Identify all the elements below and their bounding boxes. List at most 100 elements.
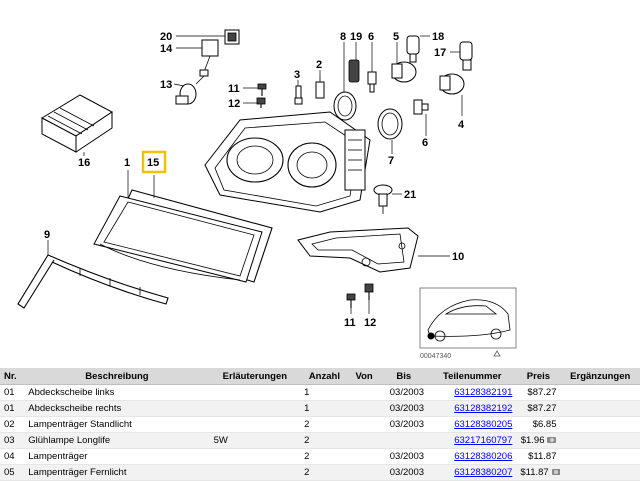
part-1-cover-glass[interactable] bbox=[93, 195, 263, 283]
part-21-clip[interactable] bbox=[373, 184, 393, 214]
part-5-carrier[interactable] bbox=[391, 61, 417, 83]
part-19-bulb[interactable] bbox=[348, 59, 360, 83]
part-8-ring[interactable] bbox=[333, 91, 357, 121]
cell-beschreibung: Abdeckscheibe links bbox=[24, 384, 210, 401]
callout-labels: 20 14 13 11 12 3 2 8 19 6 5 18 17 4 16 1… bbox=[44, 31, 465, 329]
part-number-link[interactable]: 63217160797 bbox=[454, 435, 513, 446]
callout-2[interactable]: 2 bbox=[316, 59, 322, 71]
part-12-clip-top[interactable] bbox=[256, 97, 266, 108]
callout-5[interactable]: 5 bbox=[393, 31, 399, 43]
callout-12-bottom[interactable]: 12 bbox=[364, 317, 376, 329]
part-6-socket-top[interactable] bbox=[367, 71, 377, 93]
part-9-trim[interactable] bbox=[17, 254, 169, 309]
cell-ergaenzungen bbox=[560, 416, 640, 433]
part-number-link[interactable]: 63128380207 bbox=[454, 467, 513, 478]
callout-19[interactable]: 19 bbox=[350, 31, 362, 43]
part-number-link[interactable]: 63128382192 bbox=[454, 403, 513, 414]
cell-von bbox=[348, 416, 380, 433]
callout-3[interactable]: 3 bbox=[294, 69, 300, 81]
part-number-link[interactable]: 63128380205 bbox=[454, 419, 513, 430]
part-11-screw-top[interactable] bbox=[257, 83, 267, 96]
part-3-bulb[interactable] bbox=[294, 85, 303, 105]
cell-von bbox=[348, 448, 380, 465]
header-von: Von bbox=[348, 368, 380, 385]
cell-preis: $1.96 bbox=[520, 435, 545, 446]
header-nr: Nr. bbox=[0, 368, 25, 385]
callout-6-top[interactable]: 6 bbox=[368, 31, 374, 43]
callout-11-bottom[interactable]: 11 bbox=[344, 317, 356, 329]
table-row: 04 Lampenträger 2 03/2003 63128380206 $1… bbox=[0, 448, 640, 465]
cell-beschreibung: Lampenträger Fernlicht bbox=[24, 464, 210, 481]
cell-preis: $11.87 bbox=[520, 467, 549, 478]
callout-13[interactable]: 13 bbox=[160, 79, 172, 91]
callout-8[interactable]: 8 bbox=[340, 31, 346, 43]
header-erlaeuterungen: Erläuterungen bbox=[209, 368, 301, 385]
cell-beschreibung: Lampenträger bbox=[24, 448, 210, 465]
cell-anzahl: 1 bbox=[300, 384, 349, 401]
table-row: 01 Abdeckscheibe rechts 1 03/2003 631283… bbox=[0, 400, 640, 417]
header-preis: Preis bbox=[516, 368, 561, 385]
callout-12-top[interactable]: 12 bbox=[228, 98, 240, 110]
headlight-housing[interactable] bbox=[204, 111, 371, 213]
callout-18[interactable]: 18 bbox=[432, 31, 444, 43]
part-11-screw-bottom[interactable] bbox=[346, 293, 356, 308]
cell-bis: 03/2003 bbox=[379, 400, 429, 417]
cell-anzahl: 2 bbox=[300, 432, 349, 449]
callout-11-top[interactable]: 11 bbox=[228, 83, 240, 95]
callout-14[interactable]: 14 bbox=[160, 43, 173, 55]
cell-nr: 01 bbox=[0, 400, 25, 417]
leader-lines bbox=[47, 35, 463, 314]
callout-15[interactable]: 15 bbox=[147, 157, 159, 169]
part-14-connector[interactable] bbox=[199, 39, 219, 77]
part-2-holder[interactable] bbox=[315, 76, 325, 99]
part-16-box[interactable] bbox=[40, 94, 113, 153]
cell-anzahl: 1 bbox=[300, 400, 349, 417]
cell-nr: 03 bbox=[0, 432, 25, 449]
callout-6-mid[interactable]: 6 bbox=[422, 137, 428, 149]
cell-erlaeuterungen bbox=[209, 448, 301, 465]
cell-erlaeuterungen bbox=[209, 384, 301, 401]
cell-von bbox=[348, 432, 380, 449]
part-6-bulb-mid[interactable] bbox=[413, 99, 429, 115]
cell-preis: $6.85 bbox=[516, 416, 561, 433]
callout-1[interactable]: 1 bbox=[124, 157, 130, 169]
part-4-carrier[interactable] bbox=[439, 73, 465, 95]
part-20-plug[interactable] bbox=[224, 29, 240, 45]
callout-21[interactable]: 21 bbox=[404, 189, 416, 201]
cell-preis: $87.27 bbox=[516, 384, 561, 401]
cell-erlaeuterungen: 5W bbox=[209, 432, 301, 449]
cell-ergaenzungen bbox=[560, 464, 640, 481]
cell-ergaenzungen bbox=[560, 448, 640, 465]
callout-7[interactable]: 7 bbox=[388, 155, 394, 167]
camera-icon[interactable] bbox=[547, 437, 557, 444]
part-number-link[interactable]: 63128380206 bbox=[454, 451, 513, 462]
header-ergaenzungen: Ergänzungen bbox=[560, 368, 640, 385]
part-number-link[interactable]: 63128382191 bbox=[454, 387, 513, 398]
car-thumbnail[interactable] bbox=[419, 287, 517, 357]
callout-10[interactable]: 10 bbox=[452, 251, 464, 263]
part-18-cap[interactable] bbox=[406, 35, 420, 63]
callout-16[interactable]: 16 bbox=[78, 157, 90, 169]
callout-9[interactable]: 9 bbox=[44, 229, 50, 241]
cell-anzahl: 2 bbox=[300, 464, 349, 481]
callout-17[interactable]: 17 bbox=[434, 47, 446, 59]
callout-4[interactable]: 4 bbox=[458, 119, 465, 131]
cell-erlaeuterungen bbox=[209, 464, 301, 481]
part-13-bulb[interactable] bbox=[175, 75, 205, 105]
cell-erlaeuterungen bbox=[209, 400, 301, 417]
cell-nr: 05 bbox=[0, 464, 25, 481]
cell-beschreibung: Abdeckscheibe rechts bbox=[24, 400, 210, 417]
camera-icon[interactable] bbox=[551, 469, 561, 476]
table-row: 02 Lampenträger Standlicht 2 03/2003 631… bbox=[0, 416, 640, 433]
callout-20[interactable]: 20 bbox=[160, 31, 172, 43]
part-7-ring[interactable] bbox=[377, 108, 403, 140]
part-12-clip-bottom[interactable] bbox=[364, 283, 374, 300]
cell-bis: 03/2003 bbox=[379, 464, 429, 481]
cell-ergaenzungen bbox=[560, 432, 640, 449]
cell-von bbox=[348, 400, 380, 417]
cell-nr: 04 bbox=[0, 448, 25, 465]
part-17-cap[interactable] bbox=[459, 41, 473, 71]
cell-von bbox=[348, 384, 380, 401]
cell-ergaenzungen bbox=[560, 400, 640, 417]
part-10-bracket[interactable] bbox=[297, 227, 419, 273]
